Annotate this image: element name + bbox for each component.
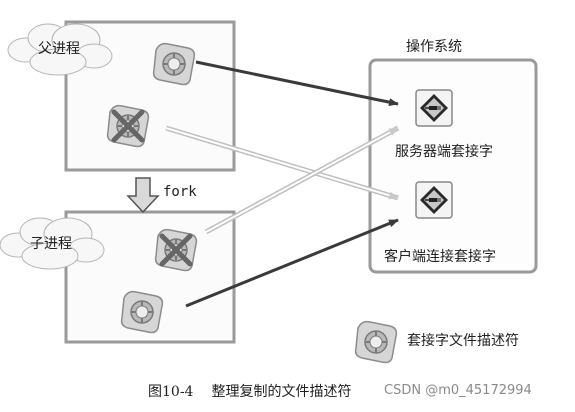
fork-label: fork [163, 184, 197, 200]
child-process-label: 子进程 [30, 236, 72, 252]
server-socket-label: 服务器端套接字 [395, 144, 493, 160]
legend-label: 套接字文件描述符 [407, 333, 519, 349]
child-closed-descriptor-icon [154, 228, 198, 272]
watermark: CSDN @m0_45172994 [384, 383, 532, 398]
server-socket-icon [415, 89, 453, 127]
parent-process-label: 父进程 [38, 41, 80, 57]
child-descriptor-icon [120, 290, 164, 334]
parent-to-server-arrow [195, 60, 399, 107]
figure-caption: 图10-4 整理复制的文件描述符 [148, 381, 351, 401]
fork-arrow [126, 177, 160, 214]
os-box [368, 58, 538, 274]
parent-closed-to-client-arrow [165, 125, 399, 201]
os-title: 操作系统 [406, 39, 462, 55]
legend-descriptor-icon [354, 320, 398, 364]
parent-cloud [7, 23, 113, 76]
child-to-client-arrow [185, 218, 399, 308]
caption-title: 整理复制的文件描述符 [211, 384, 352, 400]
caption-number: 图10-4 [148, 384, 194, 400]
child-cloud [0, 217, 105, 270]
client-socket-label: 客户端连接套接字 [384, 249, 496, 265]
client-socket-icon [415, 181, 453, 219]
parent-closed-descriptor-icon [106, 104, 150, 148]
parent-descriptor-icon [152, 42, 196, 86]
child-closed-to-server-arrow [204, 125, 400, 235]
